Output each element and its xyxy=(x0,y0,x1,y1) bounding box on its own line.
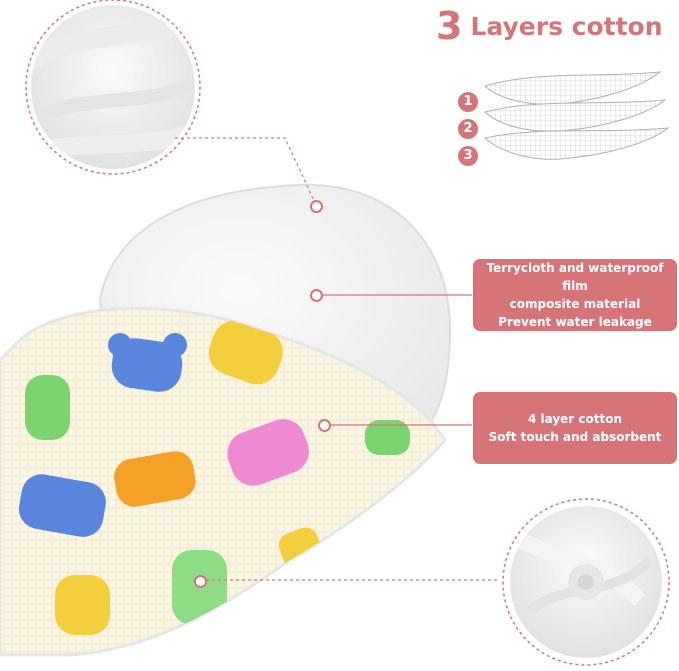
callout-line: Prevent water leakage xyxy=(498,315,652,329)
bear-blue-2 xyxy=(18,474,106,537)
point-gauze-bottom xyxy=(194,575,207,588)
page-title: Layers cotton xyxy=(470,11,663,41)
gauze-pad xyxy=(0,306,447,657)
callout-cotton: 4 layer cotton Soft touch and absorbent xyxy=(473,392,677,464)
layer-badge-label: 1 xyxy=(463,94,473,109)
terry-swatch-top xyxy=(25,0,201,175)
point-terry-middle xyxy=(310,289,323,302)
point-terry-top xyxy=(310,200,323,213)
gauze-swatch-bottom xyxy=(502,498,670,666)
leader-lines xyxy=(175,137,500,581)
layer-badge-2: 2 xyxy=(458,119,478,139)
layer-badge-label: 2 xyxy=(463,121,473,136)
bear-green-3 xyxy=(365,420,410,455)
header-title: 3 Layers cotton xyxy=(436,4,676,48)
callout-line: Terrycloth and waterproof film xyxy=(486,261,664,293)
callout-line: composite material xyxy=(509,297,641,311)
callout-line: Soft touch and absorbent xyxy=(488,430,662,444)
bear-blue xyxy=(108,333,187,392)
callout-terrycloth: Terrycloth and waterproof film composite… xyxy=(473,259,677,331)
bear-yellow-3 xyxy=(55,575,110,635)
layer-count: 3 xyxy=(436,4,463,48)
layer-badge-1: 1 xyxy=(458,92,478,112)
bear-yellow xyxy=(208,320,283,385)
callout-line: 4 layer cotton xyxy=(527,412,623,426)
bear-orange xyxy=(114,451,196,507)
layer-badge-3: 3 xyxy=(458,146,478,166)
point-gauze xyxy=(318,419,331,432)
layer-badge-label: 3 xyxy=(463,148,473,163)
bear-green xyxy=(25,375,70,440)
layer-sheets xyxy=(483,71,670,160)
bear-pink xyxy=(227,419,309,486)
